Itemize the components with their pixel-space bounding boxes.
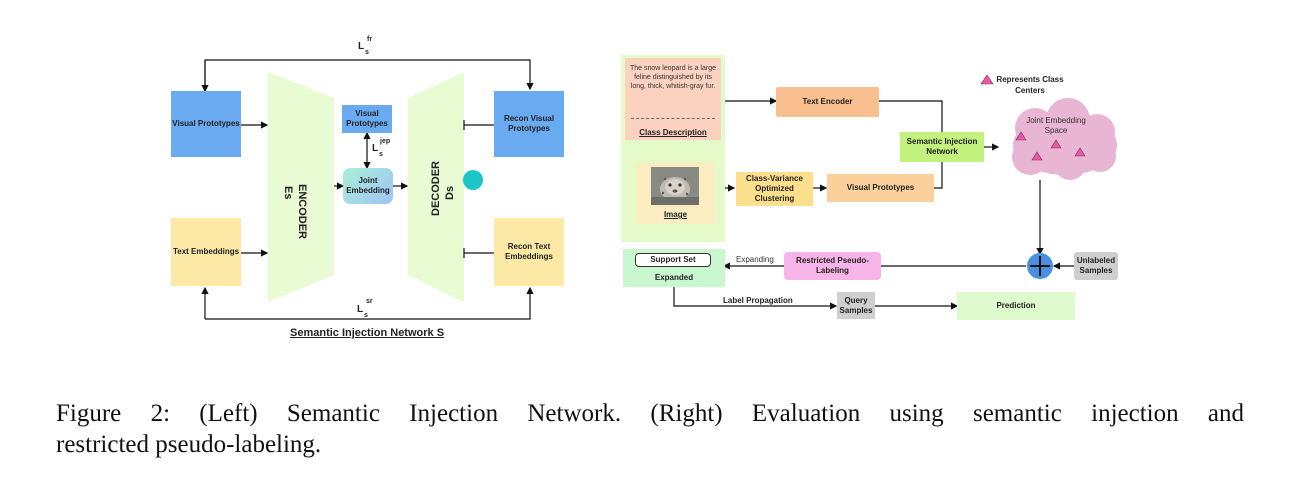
left-diagram-title: Semantic Injection Network S (290, 327, 445, 339)
encoder-shape (268, 72, 334, 302)
visual-prototypes-input: Visual Prototypes (171, 91, 241, 157)
decoder-shape (408, 72, 464, 302)
clustering-box: Class-Variance Optimized Clustering (736, 172, 813, 206)
expanded-label: Expanded (654, 273, 694, 282)
legend-triangle-icon (980, 74, 994, 85)
decoder-text: DECODER (430, 160, 442, 216)
class-description-card: The snow leopard is a large feline disti… (625, 58, 721, 140)
joint-embedding-node: Joint Embedding (343, 168, 393, 204)
loss-sr: L s sr (357, 298, 373, 319)
expanding-label: Expanding (736, 255, 774, 264)
loss-fr: L s fr (358, 36, 373, 56)
figure-caption: Figure 2: (Left) Semantic Injection Netw… (56, 398, 1244, 460)
class-description-divider (631, 118, 715, 119)
inner-visual-prototypes: Visual Prototypes (342, 105, 392, 133)
class-center-triangle (1050, 139, 1062, 149)
teal-dot (463, 170, 483, 190)
encoder-subscript: Es (282, 186, 294, 200)
caption-line-1: Figure 2: (Left) Semantic Injection Netw… (56, 400, 1244, 427)
class-description-label: Class Description (639, 128, 707, 137)
decoder-label: DECODER Ds (420, 160, 464, 220)
encoder-text: ENCODER (296, 184, 308, 240)
loss-jep: L s jep (372, 138, 391, 158)
text-encoder-box: Text Encoder (776, 87, 879, 117)
joint-embedding-cloud (1012, 98, 1117, 180)
joint-space-label: Joint Embedding Space (1026, 116, 1086, 135)
image-card: Image (636, 162, 715, 224)
unlabeled-samples-box: Unlabeled Samples (1074, 252, 1118, 280)
snow-leopard-image (651, 167, 699, 205)
label-propagation-label: Label Propagation (723, 296, 793, 305)
text-embeddings-input: Text Embeddings (171, 218, 241, 286)
caption-line-2: restricted pseudo-labeling. (56, 431, 322, 458)
image-label: Image (663, 210, 688, 219)
query-samples-box: Query Samples (837, 292, 875, 319)
semantic-injection-box: Semantic Injection Network (900, 132, 984, 162)
restricted-pseudo-labeling-box: Restricted Pseudo-Labeling (784, 252, 881, 280)
recon-visual-prototypes: Recon Visual Prototypes (494, 91, 564, 157)
support-set-panel: Support Set Expanded (623, 249, 725, 287)
decoder-subscript: Ds (444, 185, 456, 200)
recon-text-embeddings: Recon Text Embeddings (494, 218, 564, 286)
support-set-box: Support Set (635, 253, 711, 267)
class-center-triangle (1074, 147, 1086, 157)
class-description-text: The snow leopard is a large feline disti… (630, 65, 716, 90)
visual-prototypes-box: Visual Prototypes (827, 174, 934, 202)
class-center-triangle (1015, 131, 1027, 141)
encoder-label: ENCODER Es (280, 160, 324, 239)
legend-label: Represents Class Centers (996, 75, 1064, 95)
class-center-triangle (1031, 151, 1043, 161)
prediction-box: Prediction (957, 292, 1075, 320)
